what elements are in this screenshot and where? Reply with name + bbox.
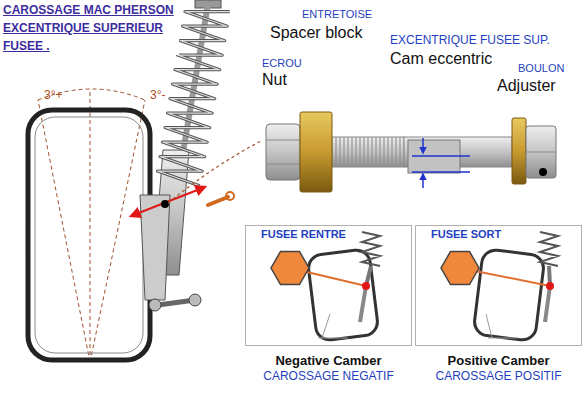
knuckle [545,286,550,322]
title-heading: CAROSSAGE MAC PHERSON EXCENTRIQUE SUPERI… [3,1,179,55]
offset-arrow [422,174,424,188]
angle-mark [322,314,330,338]
knuckle [360,286,366,322]
part-name: BOULON [518,62,564,75]
wrench-head [226,192,234,200]
arm-bush [189,294,201,306]
pivot-dot [546,282,554,290]
vertical-line [90,92,91,362]
bolt-head [526,126,556,178]
camber-panel: FUSEE RENTRE Negative CamberCAROSSAGE NEG… [245,225,412,385]
part-name: Cam eccentric [390,50,492,68]
coil-spring [362,232,380,266]
part-name: Adjuster [497,77,556,95]
angle-label: 3°+ [44,89,62,103]
panel-caption: Negative Camber [245,353,412,369]
spacer-block [300,112,332,192]
part-name: ECROU [262,57,302,70]
bolt-position-dot [161,200,169,208]
angle-label: 3°- [150,89,165,103]
panel-heading: FUSEE RENTRE [259,228,348,241]
offset-arrow [422,138,424,153]
wrench-icon [208,192,234,205]
part-name: Spacer block [270,24,363,42]
panel-frame [246,226,412,346]
nut-facets [266,140,300,164]
camber-line [90,100,145,362]
washer [512,118,526,184]
tire-inner [35,117,143,353]
ball-joint [149,299,161,311]
hex-bolt [271,252,309,285]
camber-line [38,100,90,362]
coil-spring [540,232,558,266]
part-name: ENTRETOISE [302,8,372,21]
hex-bolt [441,252,479,285]
angle-mark [486,314,492,338]
leader-line [168,141,261,203]
adjust-arrow [131,187,205,216]
camber-panel: FUSEE SORT Positive CamberCAROSSAGE POSIT… [415,225,582,385]
panel-caption: CAROSSAGE POSITIF [415,369,582,383]
panel-heading: FUSEE SORT [429,228,503,241]
offset-line [412,155,470,157]
panel-caption: Positive Camber [415,353,582,369]
tire-outline [28,110,150,360]
tire-outline [473,249,545,342]
wrench-handle [208,197,228,205]
panel-frame [416,226,582,346]
offset-line [412,171,470,173]
panel-caption: CAROSSAGE NEGATIF [245,369,412,383]
bolt-mark-dot [539,168,547,176]
thread-lines [336,137,400,167]
threaded-shaft [332,137,404,167]
nut [266,124,300,180]
part-name: EXCENTRIQUE FUSEE SUP. [390,34,550,48]
pivot-dot [362,282,370,290]
head-facet [526,152,556,153]
part-name: Nut [262,71,287,89]
angle-mark [488,338,518,339]
